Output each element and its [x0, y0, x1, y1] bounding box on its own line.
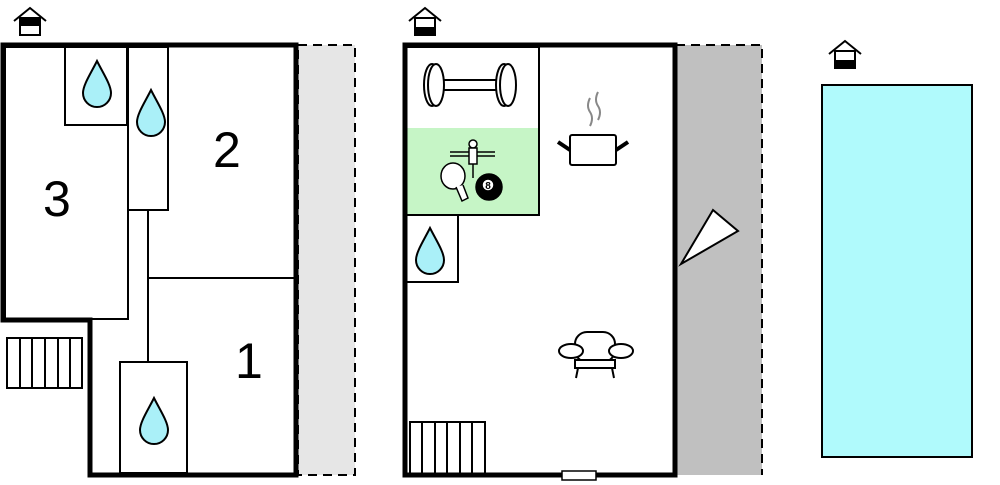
terrace	[297, 44, 356, 476]
exterior-walls	[0, 42, 299, 478]
house-level-icon	[13, 7, 47, 36]
bathroom-icon	[139, 397, 169, 445]
sun-lounger-icon	[678, 208, 740, 267]
room-label-2: 2	[213, 122, 241, 178]
floor-plan-level-0: 8	[402, 7, 763, 481]
billiard-ball-number: 8	[485, 181, 491, 192]
floor-plan-level-1: 3 2 1	[0, 7, 356, 478]
bathroom-icon	[82, 60, 112, 108]
stairs	[409, 421, 486, 476]
house-level-icon	[408, 7, 442, 36]
stairs	[6, 337, 83, 389]
gym-dumbbell-icon	[423, 63, 517, 107]
kitchen-pot-icon	[556, 91, 630, 166]
terrace	[676, 45, 762, 475]
entrance-door	[561, 470, 597, 481]
swimming-pool	[821, 84, 973, 458]
house-level-icon	[828, 40, 862, 69]
exterior-walls	[402, 42, 678, 478]
bathroom-icon	[136, 89, 166, 137]
pool-area	[821, 40, 973, 458]
games-icon: 8	[440, 139, 503, 203]
room-label-1: 1	[235, 333, 263, 389]
room-label-3: 3	[43, 171, 71, 227]
living-room-sofa-icon	[558, 331, 634, 379]
